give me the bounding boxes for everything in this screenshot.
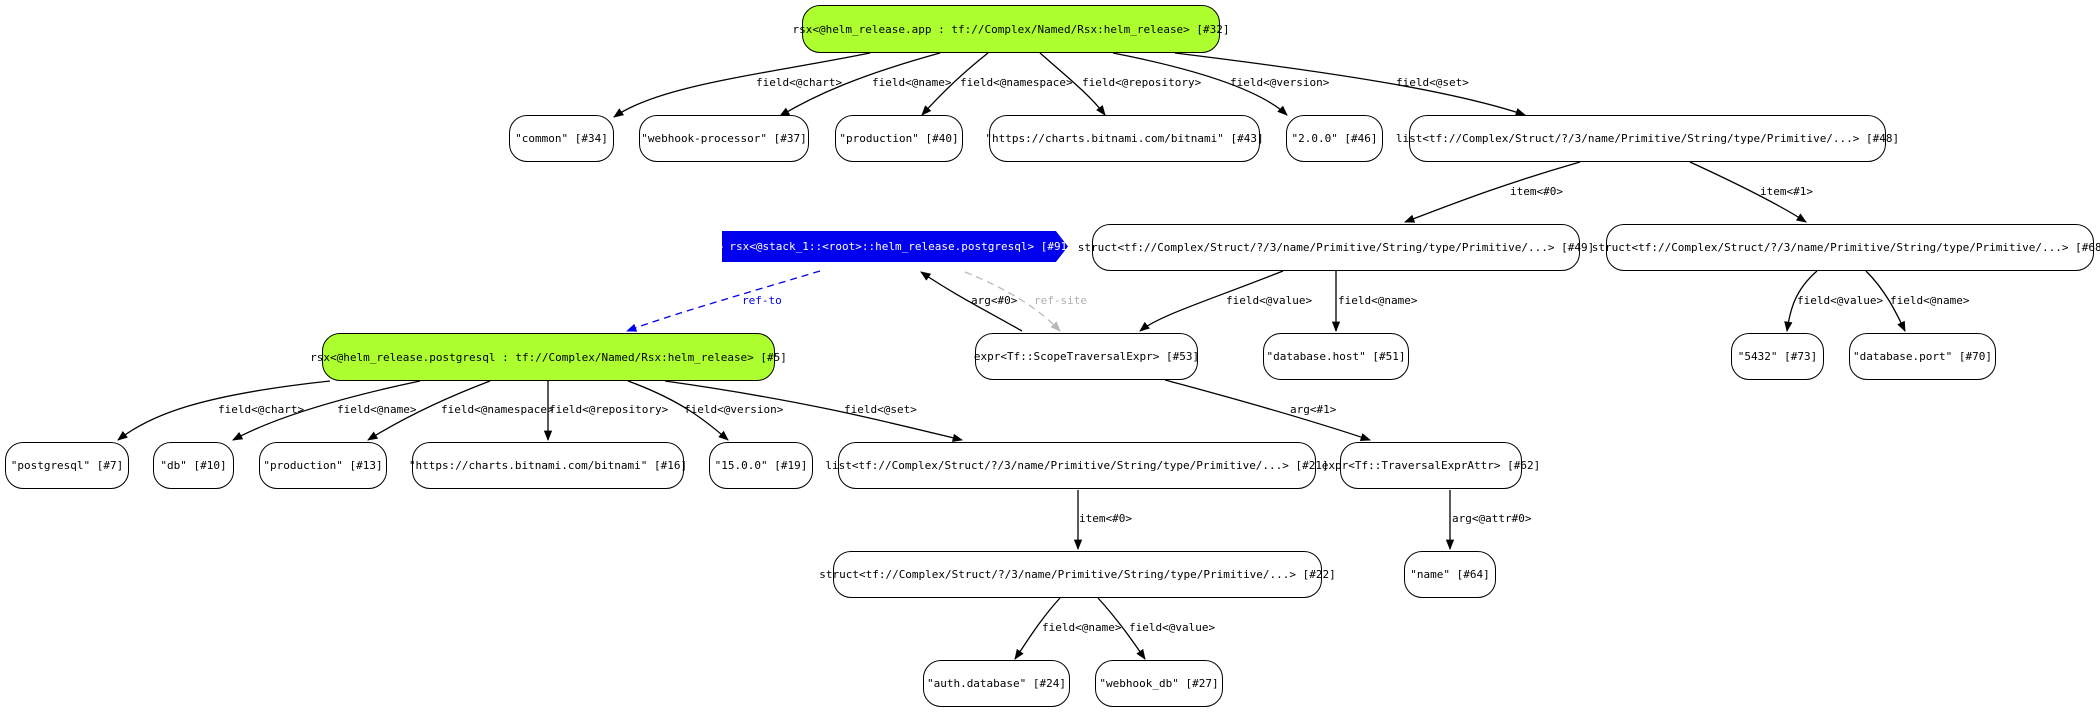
- edge-label-5-19: field<@version>: [684, 403, 784, 416]
- edge-32-34: [613, 52, 871, 118]
- node-string-webhook-db[interactable]: "webhook_db" [#27]: [1095, 660, 1223, 707]
- node-string-version-46[interactable]: "2.0.0" [#46]: [1286, 115, 1383, 162]
- edge-49-53: [1139, 270, 1284, 332]
- edge-32-46: [1112, 52, 1288, 116]
- node-string-repository-16[interactable]: "https://charts.bitnami.com/bitnami" [#1…: [409, 442, 687, 489]
- edge-53-91: [920, 271, 1023, 332]
- edge-5-19: [627, 380, 729, 441]
- node-string-database-port[interactable]: "database.port" [#70]: [1849, 333, 1996, 380]
- edge-label-5-13: field<@namespace>: [441, 403, 554, 416]
- edge-label-48-49: item<#0>: [1510, 185, 1563, 198]
- edge-label-53-62: arg<#1>: [1290, 403, 1337, 416]
- edge-label-32-40: field<@namespace>: [960, 76, 1073, 89]
- edge-68-73: [1784, 270, 1818, 333]
- edge-label-32-46: field<@version>: [1230, 76, 1330, 89]
- edge-label-5-7: field<@chart>: [218, 403, 305, 416]
- edge-32-43: [1039, 52, 1106, 116]
- node-string-version-19[interactable]: "15.0.0" [#19]: [709, 442, 813, 489]
- edge-label-32-43: field<@repository>: [1082, 76, 1202, 89]
- node-string-webhook-processor[interactable]: "webhook-processor" [#37]: [639, 115, 809, 162]
- edge-53-91-site: [964, 271, 1061, 332]
- edge-label-5-21: field<@set>: [844, 403, 917, 416]
- node-string-db[interactable]: "db" [#10]: [153, 442, 234, 489]
- edge-48-68: [1689, 161, 1807, 223]
- node-struct-49[interactable]: struct<tf://Complex/Struct/?/3/name/Prim…: [1078, 224, 1594, 271]
- edge-68-70: [1865, 270, 1906, 332]
- node-list-48[interactable]: list<tf://Complex/Struct/?/3/name/Primit…: [1396, 115, 1899, 162]
- edge-5-13: [367, 380, 491, 441]
- edge-label-49-51: field<@name>: [1338, 294, 1418, 307]
- edge-label-5-10: field<@name>: [337, 403, 417, 416]
- edge-label-68-70: field<@name>: [1890, 294, 1970, 307]
- edge-label-62-64: arg<@attr#0>: [1452, 512, 1532, 525]
- node-rsx-helm-release-postgresql[interactable]: rsx<@helm_release.postgresql : tf://Comp…: [310, 333, 787, 381]
- edge-label-48-68: item<#1>: [1760, 185, 1813, 198]
- edge-label-53-91: arg<#0>: [971, 294, 1018, 307]
- node-ref-postgresql[interactable]: → rsx<@stack_1::<root>::helm_release.pos…: [722, 231, 1068, 262]
- node-list-21[interactable]: list<tf://Complex/Struct/?/3/name/Primit…: [825, 442, 1329, 489]
- edge-53-62: [1164, 379, 1371, 441]
- node-expr-traversal-attr[interactable]: expr<Tf::TraversalExprAttr> [#62]: [1322, 442, 1540, 489]
- node-string-repository-43[interactable]: "https://charts.bitnami.com/bitnami" [#4…: [985, 115, 1264, 162]
- edge-label-49-53: field<@value>: [1226, 294, 1313, 307]
- node-string-5432[interactable]: "5432" [#73]: [1731, 333, 1824, 380]
- edge-32-48: [1174, 52, 1526, 116]
- node-struct-68[interactable]: struct<tf://Complex/Struct/?/3/name/Prim…: [1592, 224, 2100, 271]
- node-string-common[interactable]: "common" [#34]: [509, 115, 614, 162]
- edge-label-5-16: field<@repository>: [549, 403, 669, 416]
- edge-label-32-48: field<@set>: [1396, 76, 1469, 89]
- edge-22-24: [1014, 597, 1061, 660]
- node-string-production-40[interactable]: "production" [#40]: [835, 115, 963, 162]
- node-string-production-13[interactable]: "production" [#13]: [259, 442, 387, 489]
- node-string-database-host[interactable]: "database.host" [#51]: [1263, 333, 1409, 380]
- node-string-name-64[interactable]: "name" [#64]: [1404, 551, 1496, 598]
- node-expr-scope-traversal[interactable]: expr<Tf::ScopeTraversalExpr> [#53]: [974, 333, 1199, 380]
- edge-22-27: [1097, 597, 1146, 660]
- node-rsx-helm-release-app[interactable]: rsx<@helm_release.app : tf://Complex/Nam…: [792, 5, 1230, 53]
- edge-label-68-73: field<@value>: [1797, 294, 1884, 307]
- edge-label-32-34: field<@chart>: [756, 76, 843, 89]
- edge-label-32-37: field<@name>: [872, 76, 952, 89]
- edge-91-5: [626, 270, 821, 332]
- edge-label-22-24: field<@name>: [1042, 621, 1122, 634]
- edge-5-21: [664, 380, 964, 442]
- edge-5-7: [117, 380, 331, 441]
- edge-label-53-91-site: ref-site: [1034, 294, 1087, 307]
- edge-label-22-27: field<@value>: [1129, 621, 1216, 634]
- edge-48-49: [1404, 161, 1581, 223]
- node-string-postgresql[interactable]: "postgresql" [#7]: [5, 442, 129, 489]
- edge-32-37: [779, 52, 941, 117]
- edge-label-21-22: item<#0>: [1079, 512, 1132, 525]
- node-string-auth-database[interactable]: "auth.database" [#24]: [923, 660, 1070, 707]
- edge-label-91-5: ref-to: [742, 294, 782, 307]
- edge-5-10: [232, 380, 421, 441]
- node-struct-22[interactable]: struct<tf://Complex/Struct/?/3/name/Prim…: [819, 551, 1336, 598]
- edge-32-40: [921, 52, 989, 116]
